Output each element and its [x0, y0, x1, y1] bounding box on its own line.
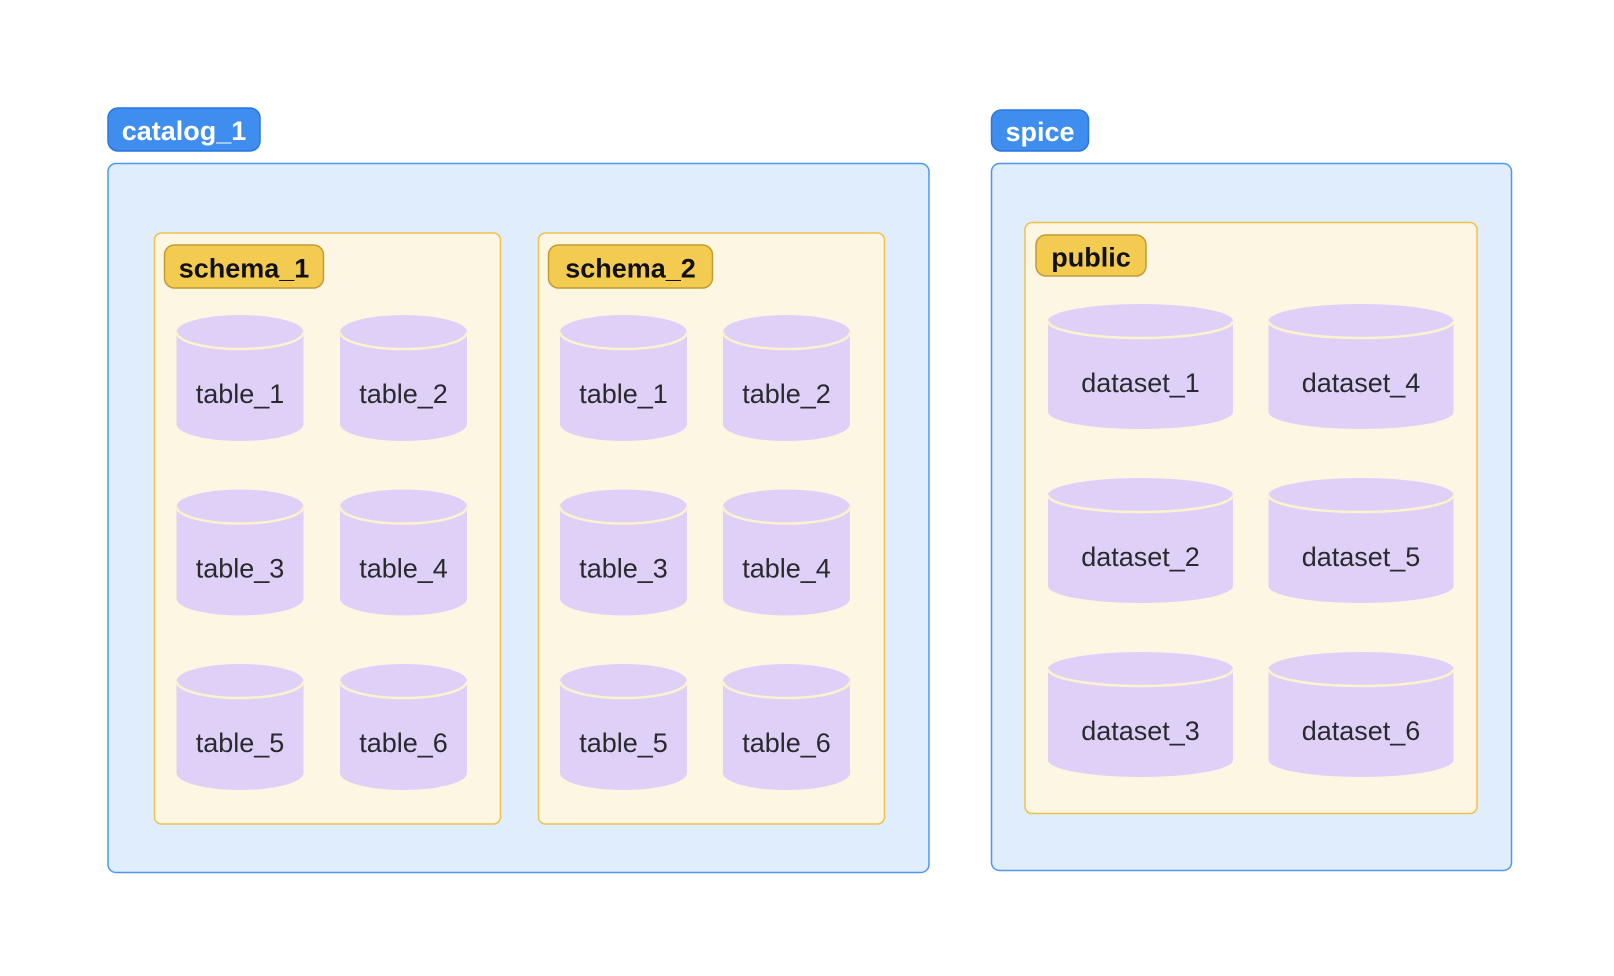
- svg-text:table_6: table_6: [742, 728, 831, 758]
- svg-text:schema_2: schema_2: [565, 254, 696, 284]
- svg-text:spice: spice: [1005, 117, 1074, 147]
- svg-text:table_3: table_3: [196, 554, 285, 584]
- svg-text:catalog_1: catalog_1: [122, 116, 247, 146]
- svg-text:table_5: table_5: [579, 728, 668, 758]
- svg-text:table_6: table_6: [359, 728, 448, 758]
- svg-text:table_5: table_5: [196, 728, 285, 758]
- svg-text:dataset_4: dataset_4: [1302, 368, 1421, 398]
- svg-text:public: public: [1051, 243, 1131, 273]
- svg-text:table_2: table_2: [359, 379, 448, 409]
- svg-text:schema_1: schema_1: [179, 254, 310, 284]
- svg-text:dataset_2: dataset_2: [1081, 542, 1200, 572]
- svg-text:table_2: table_2: [742, 379, 831, 409]
- svg-text:dataset_1: dataset_1: [1081, 368, 1200, 398]
- svg-text:table_4: table_4: [359, 554, 448, 584]
- svg-text:table_1: table_1: [579, 379, 668, 409]
- svg-text:table_3: table_3: [579, 554, 668, 584]
- svg-text:dataset_3: dataset_3: [1081, 716, 1200, 746]
- svg-text:table_4: table_4: [742, 554, 831, 584]
- svg-text:dataset_6: dataset_6: [1302, 716, 1421, 746]
- svg-text:dataset_5: dataset_5: [1302, 542, 1421, 572]
- svg-text:table_1: table_1: [196, 379, 285, 409]
